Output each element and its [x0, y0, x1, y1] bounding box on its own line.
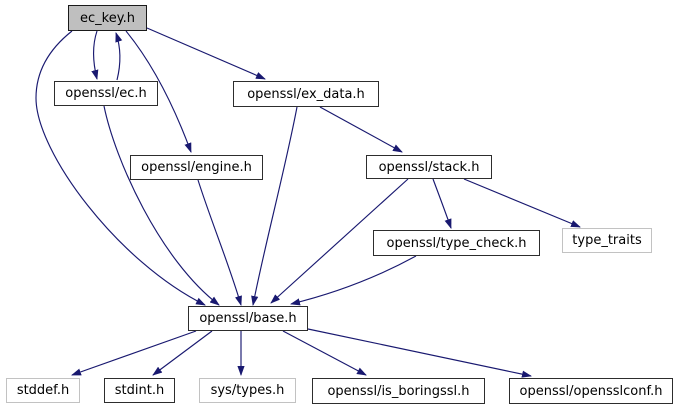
- node-opensslconf[interactable]: openssl/opensslconf.h: [509, 378, 673, 404]
- edge-stack-to-type-check: [432, 178, 452, 229]
- edge-ec-to-base: [103, 105, 220, 306]
- node-ec[interactable]: openssl/ec.h: [54, 81, 158, 106]
- edge-engine-to-base: [197, 179, 242, 306]
- edge-ec-key-to-base: [35, 30, 206, 306]
- edge-base-to-is-boringssl: [282, 330, 367, 376]
- edge-ec-to-ec-key: [115, 32, 123, 81]
- node-ec-key: ec_key.h: [68, 5, 147, 31]
- node-stack[interactable]: openssl/stack.h: [366, 155, 492, 179]
- node-sys-types: sys/types.h: [199, 378, 296, 403]
- node-engine[interactable]: openssl/engine.h: [130, 155, 263, 180]
- node-stddef: stddef.h: [6, 378, 80, 403]
- edge-stack-to-base: [270, 178, 409, 304]
- node-is-boringssl[interactable]: openssl/is_boringssl.h: [312, 378, 485, 404]
- edge-ex-data-to-stack: [319, 106, 403, 153]
- node-type-check[interactable]: openssl/type_check.h: [373, 230, 540, 256]
- edge-base-to-stdint: [152, 330, 213, 376]
- edge-stack-to-type-traits: [463, 178, 581, 228]
- node-stdint[interactable]: stdint.h: [104, 378, 175, 403]
- edge-base-to-stddef: [71, 330, 197, 376]
- edge-ec-key-to-ec: [91, 30, 99, 80]
- edge-base-to-opensslconf: [307, 328, 532, 378]
- edge-ec-key-to-ex-data: [146, 27, 266, 80]
- edge-ec-key-to-engine: [125, 30, 192, 153]
- node-ex-data[interactable]: openssl/ex_data.h: [233, 81, 379, 107]
- edge-type-check-to-base: [290, 255, 417, 306]
- edge-ex-data-to-base: [251, 106, 298, 306]
- node-type-traits: type_traits: [562, 228, 652, 253]
- node-base[interactable]: openssl/base.h: [188, 306, 308, 331]
